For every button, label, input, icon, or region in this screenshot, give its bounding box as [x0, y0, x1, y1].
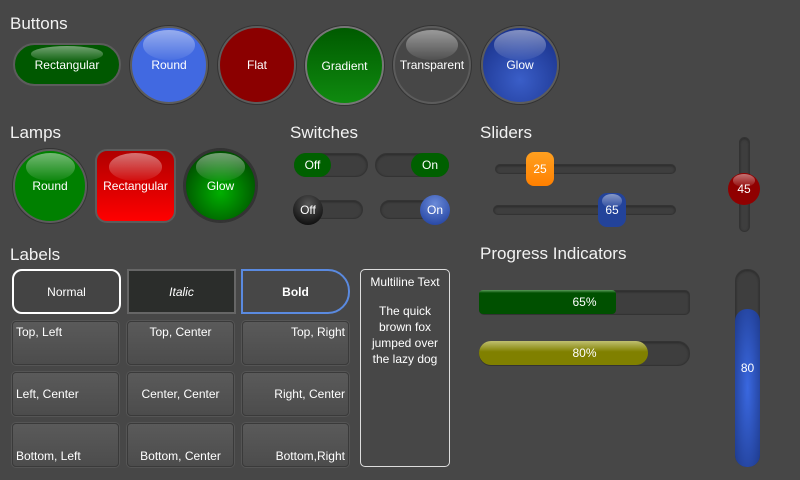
labels-heading: Labels [10, 245, 61, 264]
multiline-label: Multiline Text The quick brown fox jumpe… [360, 269, 450, 467]
vertical-progress-fill [735, 309, 760, 467]
lamp-label: Rectangular [103, 179, 168, 193]
button-label: Round [151, 58, 187, 72]
label-bottom-left: Bottom, Left [12, 423, 119, 467]
progress-heading: Progress Indicators [480, 244, 627, 263]
normal-label: Normal [12, 269, 121, 314]
buttons-heading: Buttons [10, 14, 68, 33]
switch-label: Off [304, 158, 321, 172]
label-center-center: Center, Center [127, 372, 234, 416]
glow-lamp: Glow [184, 149, 257, 222]
switch-label: On [426, 203, 443, 217]
label-bottom-right: Bottom,Right [242, 423, 349, 467]
label-left-center: Left, Center [12, 372, 119, 416]
horizontal-slider-1[interactable] [495, 164, 676, 174]
label-right-center: Right, Center [242, 372, 349, 416]
switch-label: Off [300, 203, 316, 217]
progress-bar-1-fill [479, 290, 616, 314]
button-label: Flat [246, 58, 267, 72]
lamp-label: Round [32, 179, 68, 193]
round-lamp: Round [13, 149, 87, 223]
slider-2-handle[interactable]: 65 [598, 193, 626, 227]
flat-button[interactable]: Flat [218, 26, 296, 104]
switches-heading: Switches [290, 123, 359, 142]
progress-bar-1-label: 65% [572, 295, 597, 309]
label-bottom-center: Bottom, Center [127, 423, 234, 467]
button-label: Glow [506, 58, 534, 72]
multiline-body: The quick brown fox jumped over the lazy… [371, 304, 439, 366]
horizontal-slider-2[interactable] [493, 205, 676, 215]
switch-4-knob[interactable]: On [420, 195, 450, 225]
transparent-button[interactable]: Transparent [393, 26, 471, 104]
italic-label: Italic [127, 269, 236, 314]
switch-2-knob[interactable]: On [411, 153, 449, 177]
slider-1-handle[interactable]: 25 [526, 152, 554, 186]
multiline-title: Multiline Text [370, 275, 440, 289]
glow-button[interactable]: Glow [481, 26, 559, 104]
lamp-label: Glow [206, 178, 235, 193]
slider-value: 25 [533, 162, 547, 176]
round-button[interactable]: Round [130, 26, 208, 104]
vertical-progress-label: 80 [740, 361, 755, 375]
rectangular-button[interactable]: Rectangular [13, 43, 121, 86]
slider-value: 45 [737, 182, 751, 196]
label-top-left: Top, Left [12, 321, 119, 365]
switch-3-knob[interactable]: Off [293, 195, 323, 225]
button-label: Transparent [399, 58, 465, 72]
slider-value: 65 [605, 203, 619, 217]
gradient-button[interactable]: Gradient [305, 26, 384, 105]
button-label: Gradient [321, 58, 368, 73]
label-top-center: Top, Center [127, 321, 234, 365]
switch-label: On [421, 158, 438, 172]
rectangular-lamp: Rectangular [95, 149, 176, 223]
label-top-right: Top, Right [242, 321, 349, 365]
progress-bar-2-label: 80% [572, 346, 597, 360]
switch-1-knob[interactable]: Off [294, 153, 331, 177]
button-label: Rectangular [34, 57, 100, 72]
vertical-slider-handle[interactable]: 45 [728, 173, 760, 205]
sliders-heading: Sliders [480, 123, 532, 142]
progress-bar-2-fill [479, 341, 648, 365]
lamps-heading: Lamps [10, 123, 62, 142]
bold-label: Bold [241, 269, 350, 314]
